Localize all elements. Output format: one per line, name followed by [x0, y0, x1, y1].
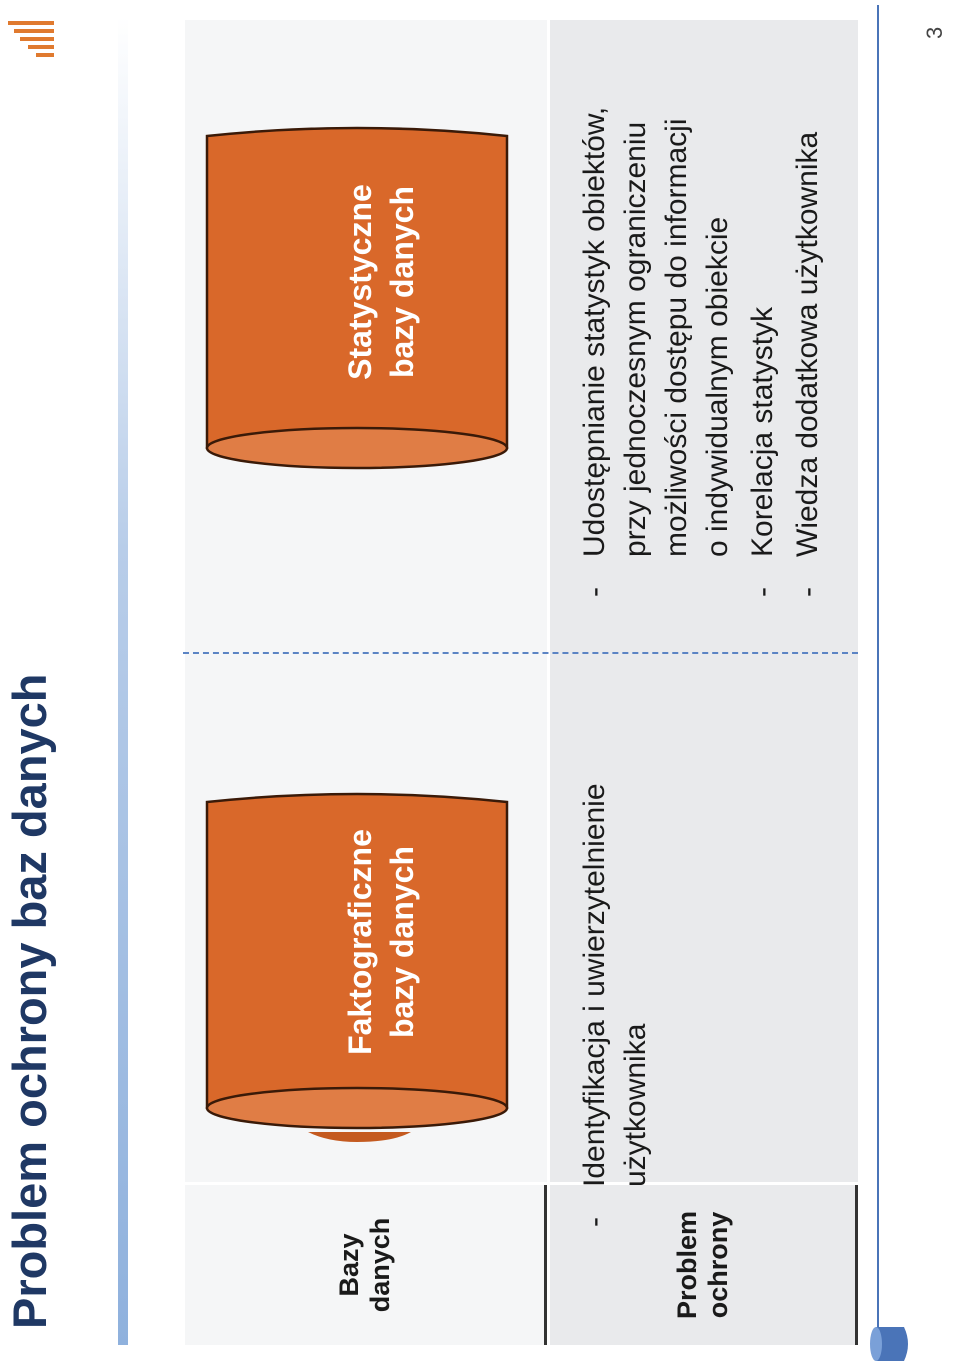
page-number: 3 — [922, 26, 947, 39]
footer-line — [877, 5, 879, 1345]
logo-bars-icon — [8, 7, 54, 57]
row-header-databases: Bazy danych — [185, 1185, 547, 1345]
list-item: - Wiedza dodatkowa użytkownika — [791, 131, 824, 597]
column-divider — [183, 652, 858, 654]
list-item: - Korelacja statystyk — [746, 306, 779, 597]
database-label-factual: Faktograficzne bazy danych — [342, 829, 420, 1055]
database-cylinder-factual — [205, 792, 509, 1142]
database-label-statistical: Statystyczne bazy danych — [342, 184, 420, 380]
bullet-list-factual: - Identyfikacja i uwierzytelnienie użytk… — [574, 783, 660, 1227]
bullet-list-statistical: - Udostępnianie statystyk obiektów, przy… — [574, 107, 832, 597]
database-cylinder-statistical — [205, 126, 509, 470]
title-underline — [118, 17, 128, 1345]
page-title: Problem ochrony baz danych — [3, 673, 56, 1329]
list-item: - Udostępnianie statystyk obiektów, przy… — [578, 106, 734, 597]
database-icon — [870, 1327, 908, 1361]
list-item: - Identyfikacja i uwierzytelnienie użytk… — [578, 783, 652, 1227]
